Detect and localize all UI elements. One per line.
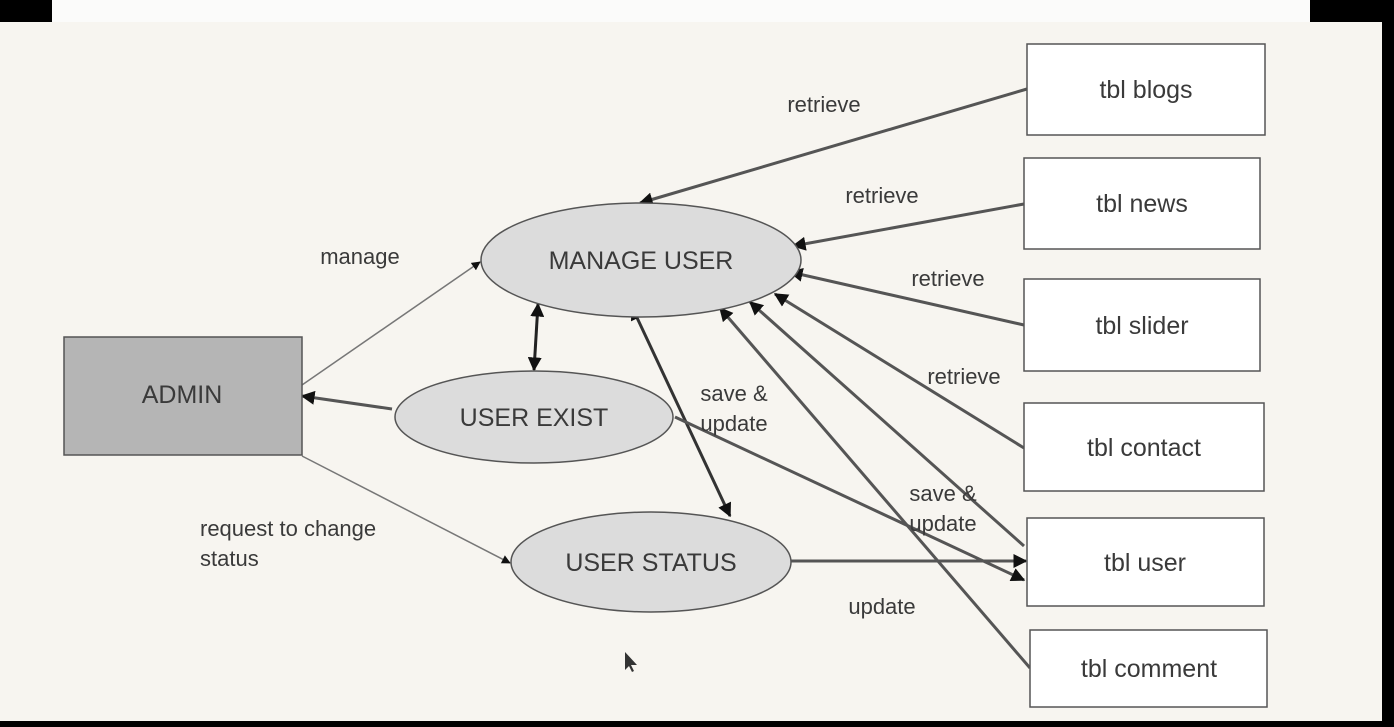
manage-user-label: MANAGE USER [549, 247, 734, 275]
flow-user-exist-to-admin [300, 390, 393, 411]
manage-flow-label: manage [320, 244, 400, 269]
flow-labels: manage retrieve retrieve retrieve retrie… [200, 92, 1001, 619]
retrieve-slider-label: retrieve [911, 266, 984, 291]
tbl-comment-label: tbl comment [1081, 655, 1217, 683]
mouse-pointer-icon [625, 652, 637, 672]
request-label-line1: request to change [200, 516, 376, 541]
flow-manage-user-user-status [630, 305, 732, 518]
tbl-blogs-label: tbl blogs [1099, 76, 1192, 104]
admin-entity: ADMIN [63, 336, 303, 456]
flow-tbl-blogs-to-manage-user [638, 87, 1028, 207]
flow-user-exist-to-tbl-user [674, 415, 1026, 582]
user-status-label: USER STATUS [565, 549, 736, 577]
update-flow-label: update [848, 594, 915, 619]
save-update-exist-label-line2: update [700, 411, 767, 436]
retrieve-blogs-label: retrieve [787, 92, 860, 117]
flow-manage-user-user-exist [527, 302, 545, 372]
tbl-blogs-store: tbl blogs [1026, 43, 1266, 136]
flow-admin-to-manage-user [301, 261, 481, 386]
save-update-user-label-line1: save & [909, 481, 977, 506]
tbl-comment-store: tbl comment [1029, 629, 1268, 708]
flow-lines [300, 87, 1032, 669]
save-update-exist-label-line1: save & [700, 381, 768, 406]
flow-tbl-slider-to-manage-user [788, 267, 1025, 327]
flow-tbl-user-to-manage-user [748, 300, 1025, 548]
tbl-news-store: tbl news [1023, 157, 1261, 250]
tbl-news-label: tbl news [1096, 190, 1188, 218]
user-exist-process: USER EXIST [394, 370, 674, 464]
flow-tbl-news-to-manage-user [791, 202, 1025, 251]
tbl-slider-store: tbl slider [1023, 278, 1261, 372]
admin-label: ADMIN [142, 381, 223, 409]
tbl-contact-store: tbl contact [1023, 402, 1265, 492]
tbl-contact-label: tbl contact [1087, 434, 1201, 462]
paper-top-strip [52, 0, 1310, 22]
retrieve-news-label: retrieve [845, 183, 918, 208]
flow-admin-to-user-status [301, 455, 511, 564]
flow-tbl-comment-to-manage-user [718, 306, 1032, 669]
flow-tbl-contact-to-manage-user [773, 292, 1025, 450]
tbl-slider-label: tbl slider [1095, 312, 1188, 340]
retrieve-contact-label: retrieve [927, 364, 1000, 389]
user-exist-label: USER EXIST [460, 404, 609, 432]
request-label-line2: status [200, 546, 259, 571]
tbl-user-label: tbl user [1104, 549, 1186, 577]
save-update-user-label-line2: update [909, 511, 976, 536]
manage-user-process: MANAGE USER [480, 202, 802, 318]
tbl-user-store: tbl user [1026, 517, 1265, 607]
user-status-process: USER STATUS [510, 511, 792, 613]
